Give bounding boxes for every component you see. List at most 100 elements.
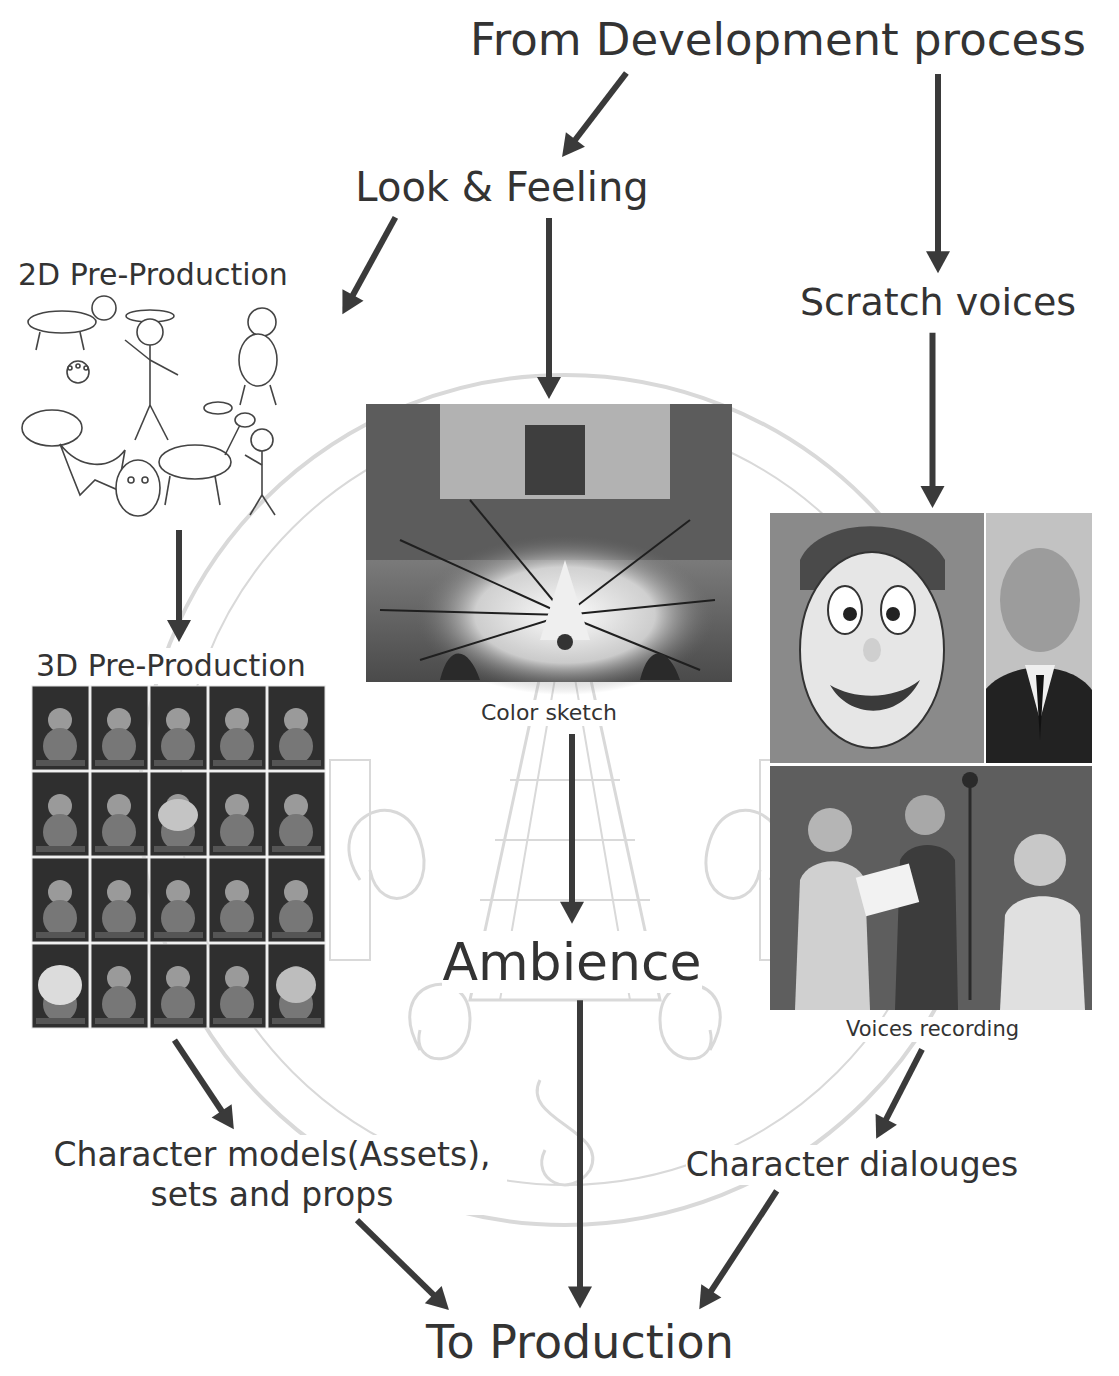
arrow-shaft: [357, 1220, 436, 1297]
voice-recording-photos-part: [856, 863, 919, 916]
voice-recording-photos-part: [1000, 548, 1080, 652]
arrow-head: [926, 251, 950, 273]
character-model-grid-part: [268, 686, 325, 770]
arrow-head: [560, 902, 584, 924]
color-sketch-image-part-part: [470, 500, 565, 615]
voice-recording-photos-part: [962, 772, 978, 788]
character-sketches-part: [261, 451, 263, 495]
image-panel: 2D Pre-Production: [10, 256, 340, 525]
character-model-grid-part: [158, 799, 198, 831]
color-sketch-image-part: [440, 654, 680, 680]
arrow-head: [212, 1104, 234, 1129]
flow-arrow: [876, 1049, 922, 1138]
arrow-shaft: [577, 1000, 583, 1290]
voice-recording-photos-part: [985, 513, 1092, 765]
voice-recording-photos: [770, 513, 1092, 1010]
color-sketch-image: [366, 404, 732, 695]
character-model-grid-part: [32, 772, 89, 856]
flow-arrow: [342, 217, 395, 314]
flow-arrow: [357, 1220, 449, 1310]
voice-recording-photos-part: [828, 586, 862, 634]
character-sketches-part: [262, 495, 275, 515]
voice-recording-photos-part: [1000, 896, 1085, 1010]
character-sketches-part: [80, 332, 84, 350]
character-model-grid: [32, 686, 325, 1028]
character-model-grid-part: [38, 965, 82, 1005]
color-sketch-image-part: [380, 500, 715, 670]
character-sketches-part: [150, 405, 168, 440]
flow-arrow: [562, 73, 626, 157]
arrow-shaft: [351, 217, 395, 298]
arrow-shaft: [176, 530, 182, 624]
character-model-grid-part: [150, 686, 207, 770]
character-sketches-part: [135, 405, 150, 440]
process-label: Character dialouges: [678, 1143, 1026, 1187]
step-label: Character dialouges: [686, 1145, 1018, 1185]
image-caption: Color sketch: [481, 700, 617, 726]
arrow-head: [568, 1286, 592, 1308]
color-sketch-image-part-part: [565, 615, 700, 670]
voice-recording-photos-part: [985, 668, 1092, 766]
arrow-head: [537, 377, 561, 399]
voice-recording-photos-part: [808, 808, 852, 852]
voice-recording-photos-part: [881, 586, 915, 634]
character-model-grid-part: [268, 944, 325, 1028]
arrow-shaft: [709, 1191, 777, 1294]
color-sketch-image-part: [525, 425, 585, 495]
watermark-seal-part: [660, 984, 720, 1058]
step-label: Ambience: [442, 931, 701, 993]
voice-recording-photos-part: [969, 780, 972, 1000]
watermark-seal-part: [537, 1080, 593, 1185]
voice-recording-photos-part: [830, 680, 920, 711]
process-label: Scratch voices: [792, 278, 1084, 328]
arrow-shaft: [569, 734, 575, 906]
arrow-shaft: [174, 1040, 223, 1114]
character-sketches-part: [128, 477, 134, 483]
character-model-grid-part: [91, 686, 148, 770]
watermark-seal-part: [480, 899, 650, 901]
character-sketches-part: [84, 366, 88, 370]
arrow-head: [342, 289, 363, 314]
step-label: From Development process: [470, 13, 1086, 67]
arrow-shaft: [935, 74, 941, 255]
character-sketches-part: [92, 296, 116, 320]
watermark-seal-part: [495, 839, 635, 841]
arrow-shaft: [884, 1049, 922, 1122]
arrow-shaft: [546, 218, 552, 381]
character-model-grid-part: [209, 772, 266, 856]
arrow-head: [876, 1114, 897, 1139]
character-sketches-part: [28, 311, 96, 333]
voice-recording-photos-part: [984, 513, 986, 765]
arrow-head: [562, 132, 585, 157]
character-sketches-part: [270, 385, 276, 405]
color-sketch-image-part-part: [565, 600, 715, 615]
character-sketches-part: [67, 361, 89, 383]
image-heading: 3D Pre-Production: [36, 648, 306, 684]
character-model-grid-part: [209, 858, 266, 942]
character-sketches-part: [251, 429, 273, 451]
character-sketches-part: [142, 477, 148, 483]
character-sketches-part: [76, 364, 80, 368]
flow-arrow: [921, 333, 945, 508]
character-sketches-part: [116, 460, 160, 516]
arrow-head: [921, 486, 945, 508]
image-panel: 3D Pre-Production: [28, 647, 330, 1036]
character-model-grid-part: [91, 858, 148, 942]
flow-arrow: [167, 530, 191, 642]
character-model-grid-part: [276, 967, 316, 1003]
arrow-head: [425, 1286, 449, 1310]
watermark-seal-part: [349, 810, 424, 898]
watermark-seal-part: [706, 810, 781, 898]
character-sketches-part: [245, 455, 262, 465]
arrow-shaft: [930, 333, 936, 490]
color-sketch-image-part-part: [565, 520, 690, 615]
character-sketches-part: [250, 495, 262, 515]
character-model-grid-part: [32, 944, 89, 1028]
character-model-grid-part: [91, 944, 148, 1028]
process-label: From Development process: [462, 11, 1094, 69]
character-model-grid-part: [150, 944, 207, 1028]
process-label: To Production: [418, 1313, 742, 1372]
character-sketches-part: [159, 445, 231, 479]
character-sketches-part: [22, 410, 82, 446]
